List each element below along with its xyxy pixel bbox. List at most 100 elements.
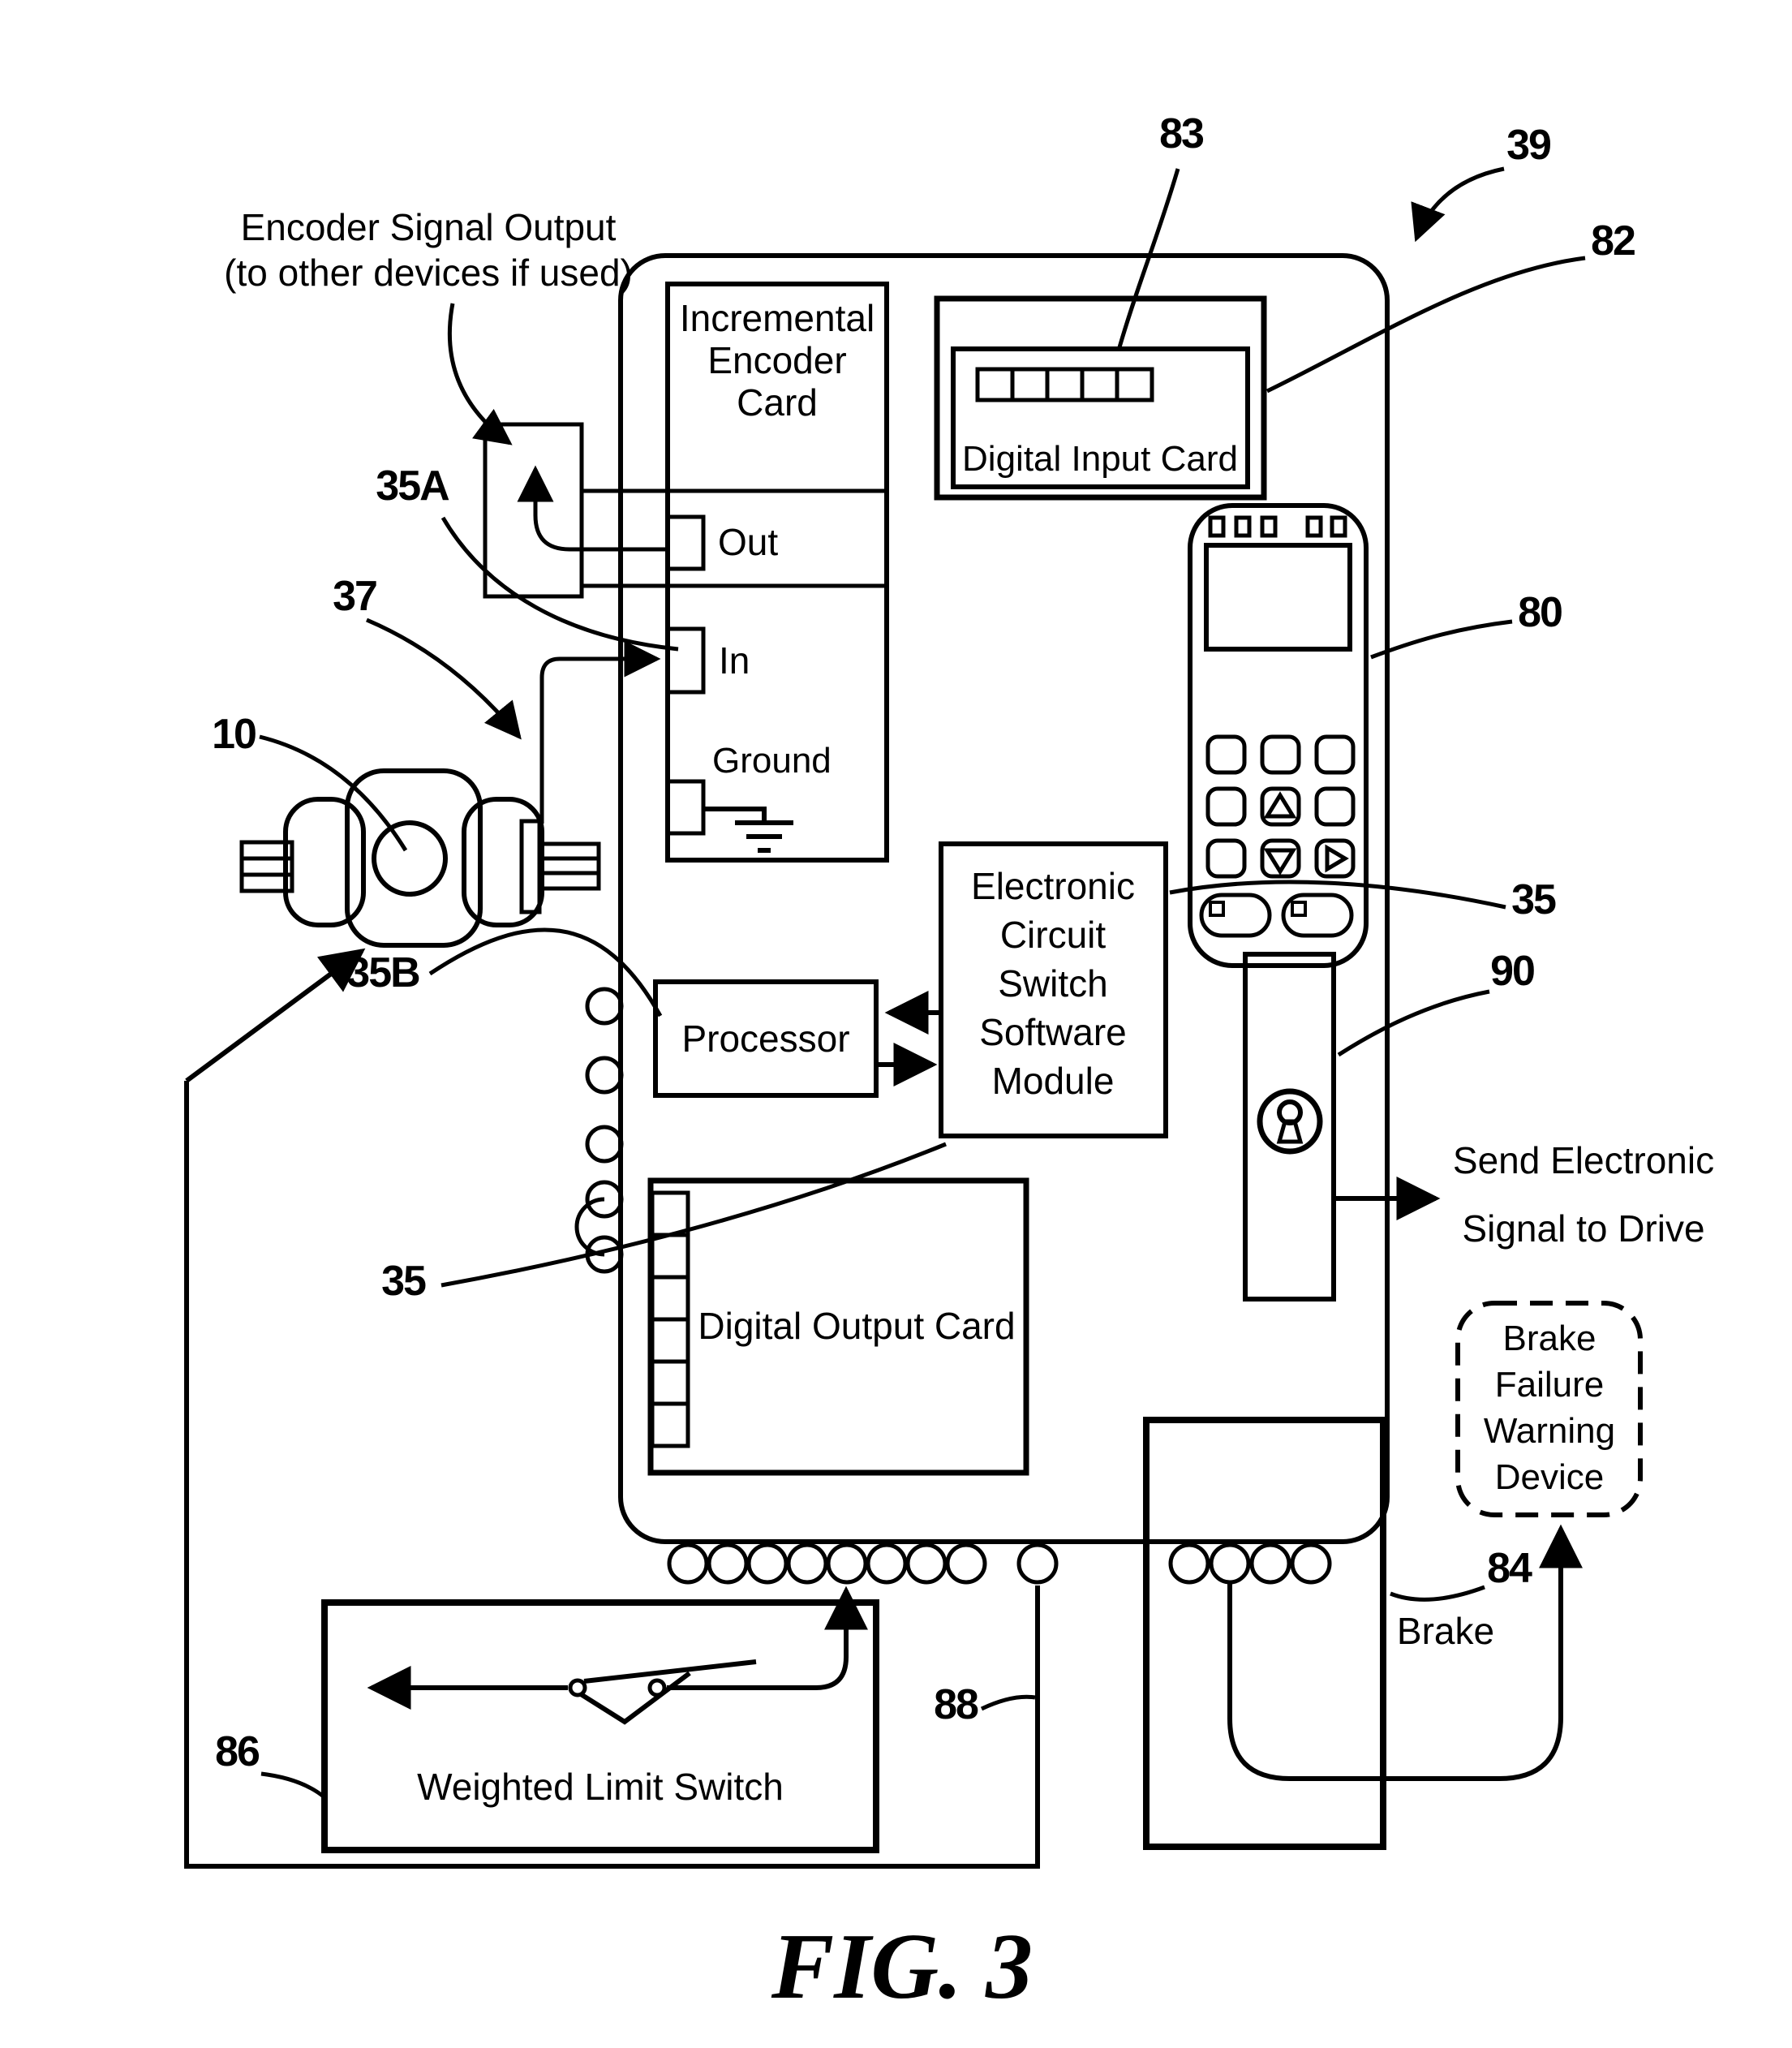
ref-35a-leader: [440, 516, 679, 652]
motor-icon: [239, 768, 601, 948]
motor-left-ear: [283, 797, 366, 927]
terminal-dot: [945, 1542, 987, 1585]
drive-panel-outline: [618, 253, 1390, 1544]
keypad-button: [1314, 734, 1356, 775]
brake-label: Brake: [1397, 1610, 1494, 1652]
ref-37: 37: [333, 573, 376, 620]
send-signal-label-1: Send Electronic: [1453, 1139, 1714, 1181]
bfwd-label-1: Brake: [1503, 1319, 1596, 1358]
ref-35b: 35B: [346, 949, 419, 996]
motor-encoder-coupling: [519, 819, 542, 914]
terminal-dot: [667, 1542, 709, 1585]
digital-output-card-label: Digital Output Card: [698, 1305, 1015, 1347]
keypad-softkey: [1281, 893, 1354, 938]
out-wire-arrow: [517, 465, 668, 552]
out-port-label: Out: [718, 521, 778, 563]
ref-10-leader: [259, 734, 408, 852]
keypad-indicator: [1330, 515, 1347, 538]
incremental-encoder-card-label-2: Encoder: [707, 339, 846, 381]
ecs-module-label-2: Circuit: [1000, 914, 1107, 956]
ref-88-leader: [980, 1694, 1036, 1711]
terminal-dot: [1290, 1542, 1332, 1585]
ref-35-lower-leader: [440, 1142, 947, 1288]
ref-35a: 35A: [376, 463, 449, 510]
ref-35-upper-leader: [1169, 880, 1506, 910]
panel-left-terminals: [574, 987, 624, 1274]
terminal-dot: [1209, 1542, 1251, 1585]
dip-switch-strip: [975, 367, 1154, 402]
panel-bottom-terminals: [667, 1542, 1059, 1585]
dip-strip-dividers: [1010, 369, 1119, 400]
incremental-encoder-card-label-1: Incremental: [680, 297, 875, 339]
processor-label: Processor: [681, 1018, 849, 1060]
ref-82: 82: [1591, 217, 1635, 265]
in-port-label: In: [719, 639, 750, 682]
keypad-button: [1205, 786, 1247, 827]
incremental-encoder-card-label-3: Card: [737, 381, 818, 424]
ecs-module-label-5: Module: [992, 1060, 1115, 1102]
encoder-output-connector-box: [483, 422, 584, 599]
ref-10: 10: [212, 711, 256, 758]
terminal-dot: [826, 1542, 868, 1585]
keypad-button-down: [1260, 838, 1301, 879]
keypad-button: [1314, 786, 1356, 827]
down-arrow-icon: [1263, 848, 1297, 876]
encoder-output-annotation-2: (to other devices if used): [224, 252, 633, 294]
softkey-dot: [1209, 901, 1225, 917]
ref-88: 88: [934, 1681, 978, 1728]
processor-box: [653, 979, 879, 1098]
switch-wire-bend: [667, 1656, 849, 1690]
ref-86-leader: [260, 1771, 326, 1799]
ref-84-leader: [1390, 1585, 1485, 1602]
terminal-dot: [707, 1542, 749, 1585]
encoder-output-annotation-1: Encoder Signal Output: [241, 206, 617, 248]
terminal-dot: [585, 987, 624, 1026]
ref-90: 90: [1490, 948, 1534, 995]
encoder-annotation-arrow: [447, 303, 513, 445]
motor-left-shaft: [239, 840, 294, 893]
digital-input-card-outer-box: [934, 295, 1267, 501]
bfwd-label-2: Failure: [1495, 1365, 1605, 1405]
ref-39: 39: [1506, 122, 1550, 169]
ref-39-leader: [1411, 166, 1505, 243]
bfwd-label-3: Warning: [1484, 1411, 1615, 1451]
encoder-cable-wire: [539, 640, 661, 824]
ref-80-leader: [1370, 619, 1513, 660]
keypad-indicator: [1234, 515, 1252, 538]
ref-83: 83: [1159, 110, 1204, 157]
dip-strip-frame: [975, 367, 1154, 402]
digital-input-card-label: Digital Input Card: [962, 439, 1238, 479]
brake-to-warning-wire: [1227, 1524, 1583, 1781]
motor-right-ear: [462, 797, 544, 927]
brake-failure-warning-device-box: [1455, 1301, 1643, 1517]
play-arrow-icon: [1325, 844, 1349, 873]
ecs-module-label-3: Switch: [998, 962, 1107, 1005]
weighted-limit-switch-box: [321, 1599, 879, 1853]
ref-86: 86: [215, 1728, 260, 1775]
terminal-dot: [866, 1542, 908, 1585]
motor-shaft-eye: [372, 820, 448, 897]
limit-switch-symbol: [367, 1585, 868, 1725]
out-port: [665, 514, 706, 571]
terminal-dot: [585, 1056, 624, 1095]
lock-icon: [1257, 1088, 1323, 1155]
in-port: [665, 626, 706, 695]
motor-body: [345, 768, 483, 948]
ref-90-leader: [1337, 989, 1490, 1057]
loop-wire-to-motor-arrow: [185, 948, 366, 1083]
electronic-switch-box: [1243, 952, 1336, 1302]
ecs-module-label-1: Electronic: [971, 865, 1135, 907]
ref-35-upper: 35: [1511, 876, 1556, 923]
switch-contact: [568, 1678, 587, 1697]
send-signal-label-2: Signal to Drive: [1462, 1207, 1704, 1250]
ground-icon: [703, 807, 793, 853]
keypad-button: [1260, 734, 1301, 775]
keypad-button-up: [1260, 786, 1301, 827]
terminal-dot: [585, 1180, 624, 1219]
keypad-softkey: [1199, 893, 1272, 938]
digital-input-card-inner-box: [951, 346, 1250, 489]
keypad-screen: [1204, 543, 1352, 652]
keypad-button: [1205, 734, 1247, 775]
brake-terminals: [1168, 1542, 1332, 1585]
